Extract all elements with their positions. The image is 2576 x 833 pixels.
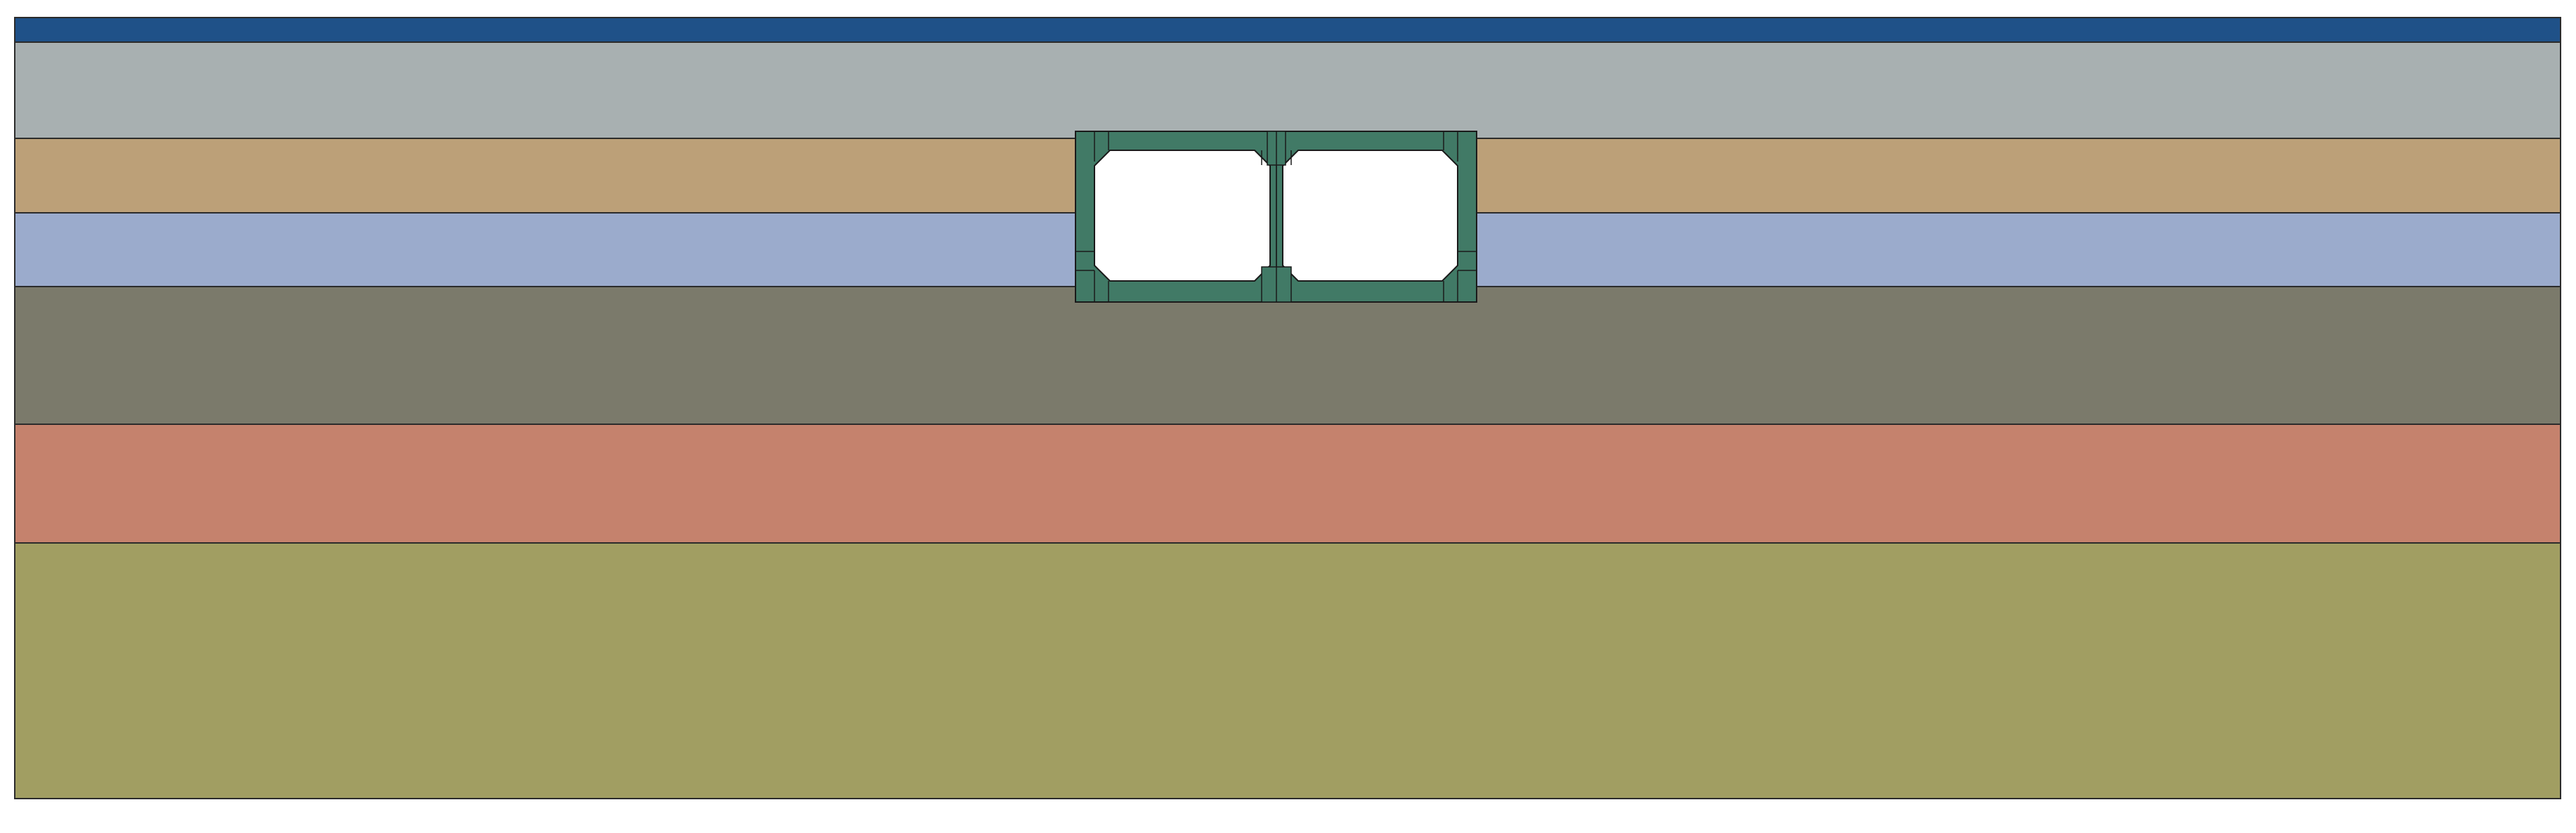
soil-layer-7 (14, 542, 2561, 799)
box-culvert (1075, 131, 1477, 303)
soil-layer-6 (14, 424, 2561, 544)
culvert-cell-opening-2 (1282, 150, 1458, 282)
soil-layer-2 (14, 41, 2561, 139)
soil-layer-5 (14, 286, 2561, 425)
soil-layer-1 (14, 17, 2561, 43)
soil-layers (14, 17, 2561, 799)
culvert-cell-opening-1 (1094, 150, 1271, 282)
